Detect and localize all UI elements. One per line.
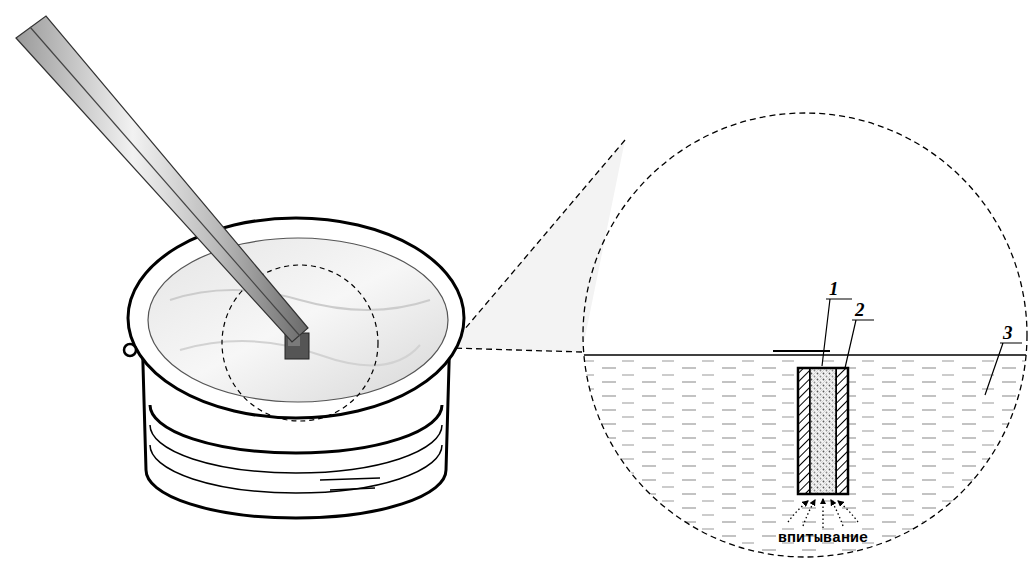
leader-line — [985, 343, 1022, 395]
absorption-arrow — [788, 499, 858, 528]
magnified-view — [580, 355, 1033, 567]
tweezers — [16, 16, 308, 342]
sample-section — [798, 368, 848, 494]
surface-mark — [773, 350, 830, 352]
callout-number: 1 — [829, 279, 839, 298]
zoom-circle — [583, 113, 1027, 557]
callout-number: 3 — [1003, 323, 1013, 342]
caption-word: впитывание — [778, 531, 868, 546]
container — [124, 218, 464, 518]
leader-line — [845, 320, 874, 368]
callout-number: 2 — [855, 300, 865, 319]
